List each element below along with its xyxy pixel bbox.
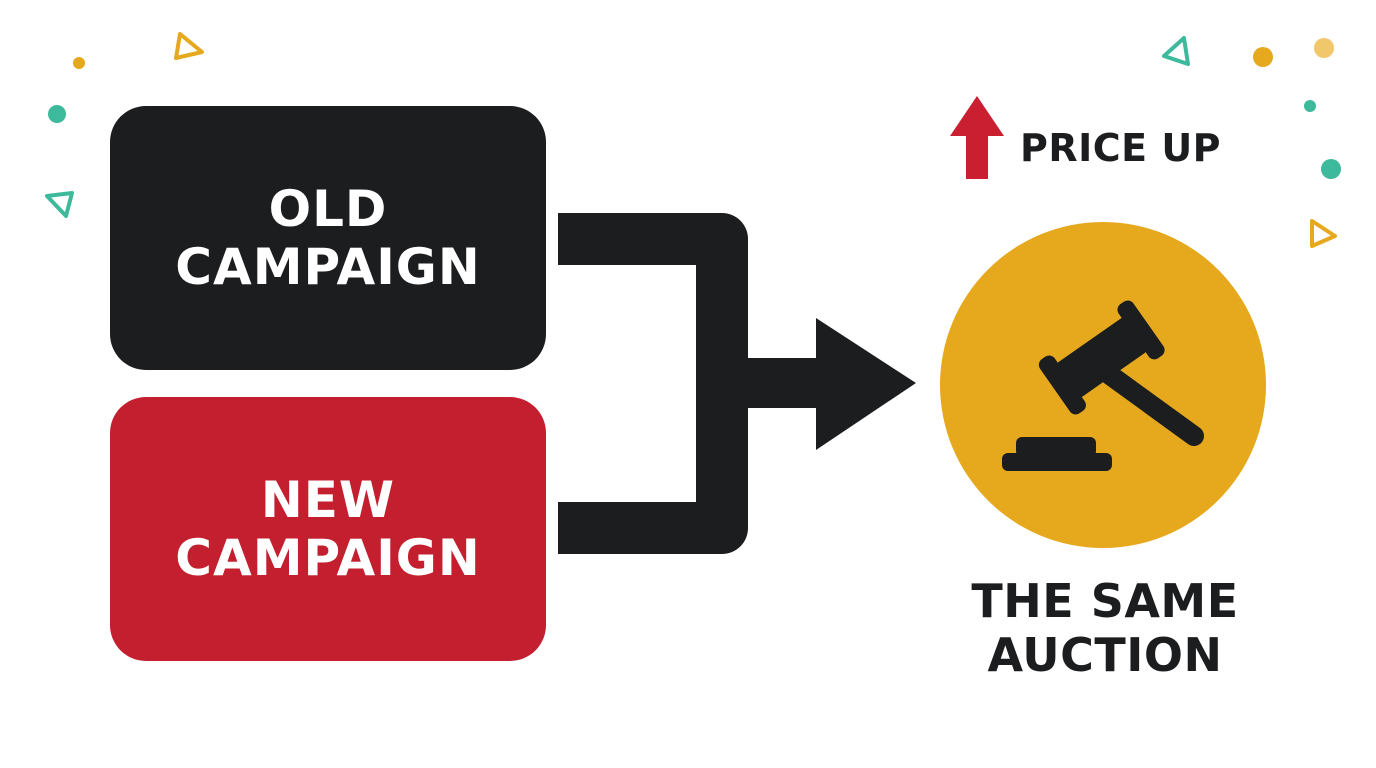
dot-icon bbox=[48, 105, 66, 123]
price-up-label: PRICE UP bbox=[1020, 126, 1222, 170]
new-campaign-line2: CAMPAIGN bbox=[175, 529, 481, 587]
triangle-outline-icon bbox=[45, 191, 74, 218]
dot-icon bbox=[1253, 47, 1273, 67]
new-campaign-box: NEW CAMPAIGN bbox=[110, 397, 546, 661]
merge-connector bbox=[558, 213, 748, 554]
arrow-up-icon bbox=[950, 96, 1004, 179]
auction-circle bbox=[940, 222, 1266, 548]
old-campaign-box: OLD CAMPAIGN bbox=[110, 106, 546, 370]
old-campaign-line2: CAMPAIGN bbox=[175, 238, 481, 296]
gavel-icon bbox=[1002, 300, 1204, 471]
arrow-shaft bbox=[720, 358, 830, 408]
triangle-outline-icon bbox=[1310, 219, 1337, 248]
auction-label-line1: THE SAME bbox=[971, 574, 1239, 628]
old-campaign-line1: OLD bbox=[268, 180, 388, 238]
decorations bbox=[45, 32, 1341, 248]
triangle-outline-icon bbox=[1162, 36, 1190, 66]
auction-label: THE SAME AUCTION bbox=[940, 574, 1270, 682]
arrow-head-icon bbox=[816, 318, 916, 450]
dot-icon bbox=[1314, 38, 1334, 58]
triangle-outline-icon bbox=[174, 32, 204, 60]
auction-label-line2: AUCTION bbox=[987, 628, 1223, 682]
dot-icon bbox=[73, 57, 85, 69]
dot-icon bbox=[1321, 159, 1341, 179]
dot-icon bbox=[1304, 100, 1316, 112]
new-campaign-line1: NEW bbox=[260, 471, 396, 529]
